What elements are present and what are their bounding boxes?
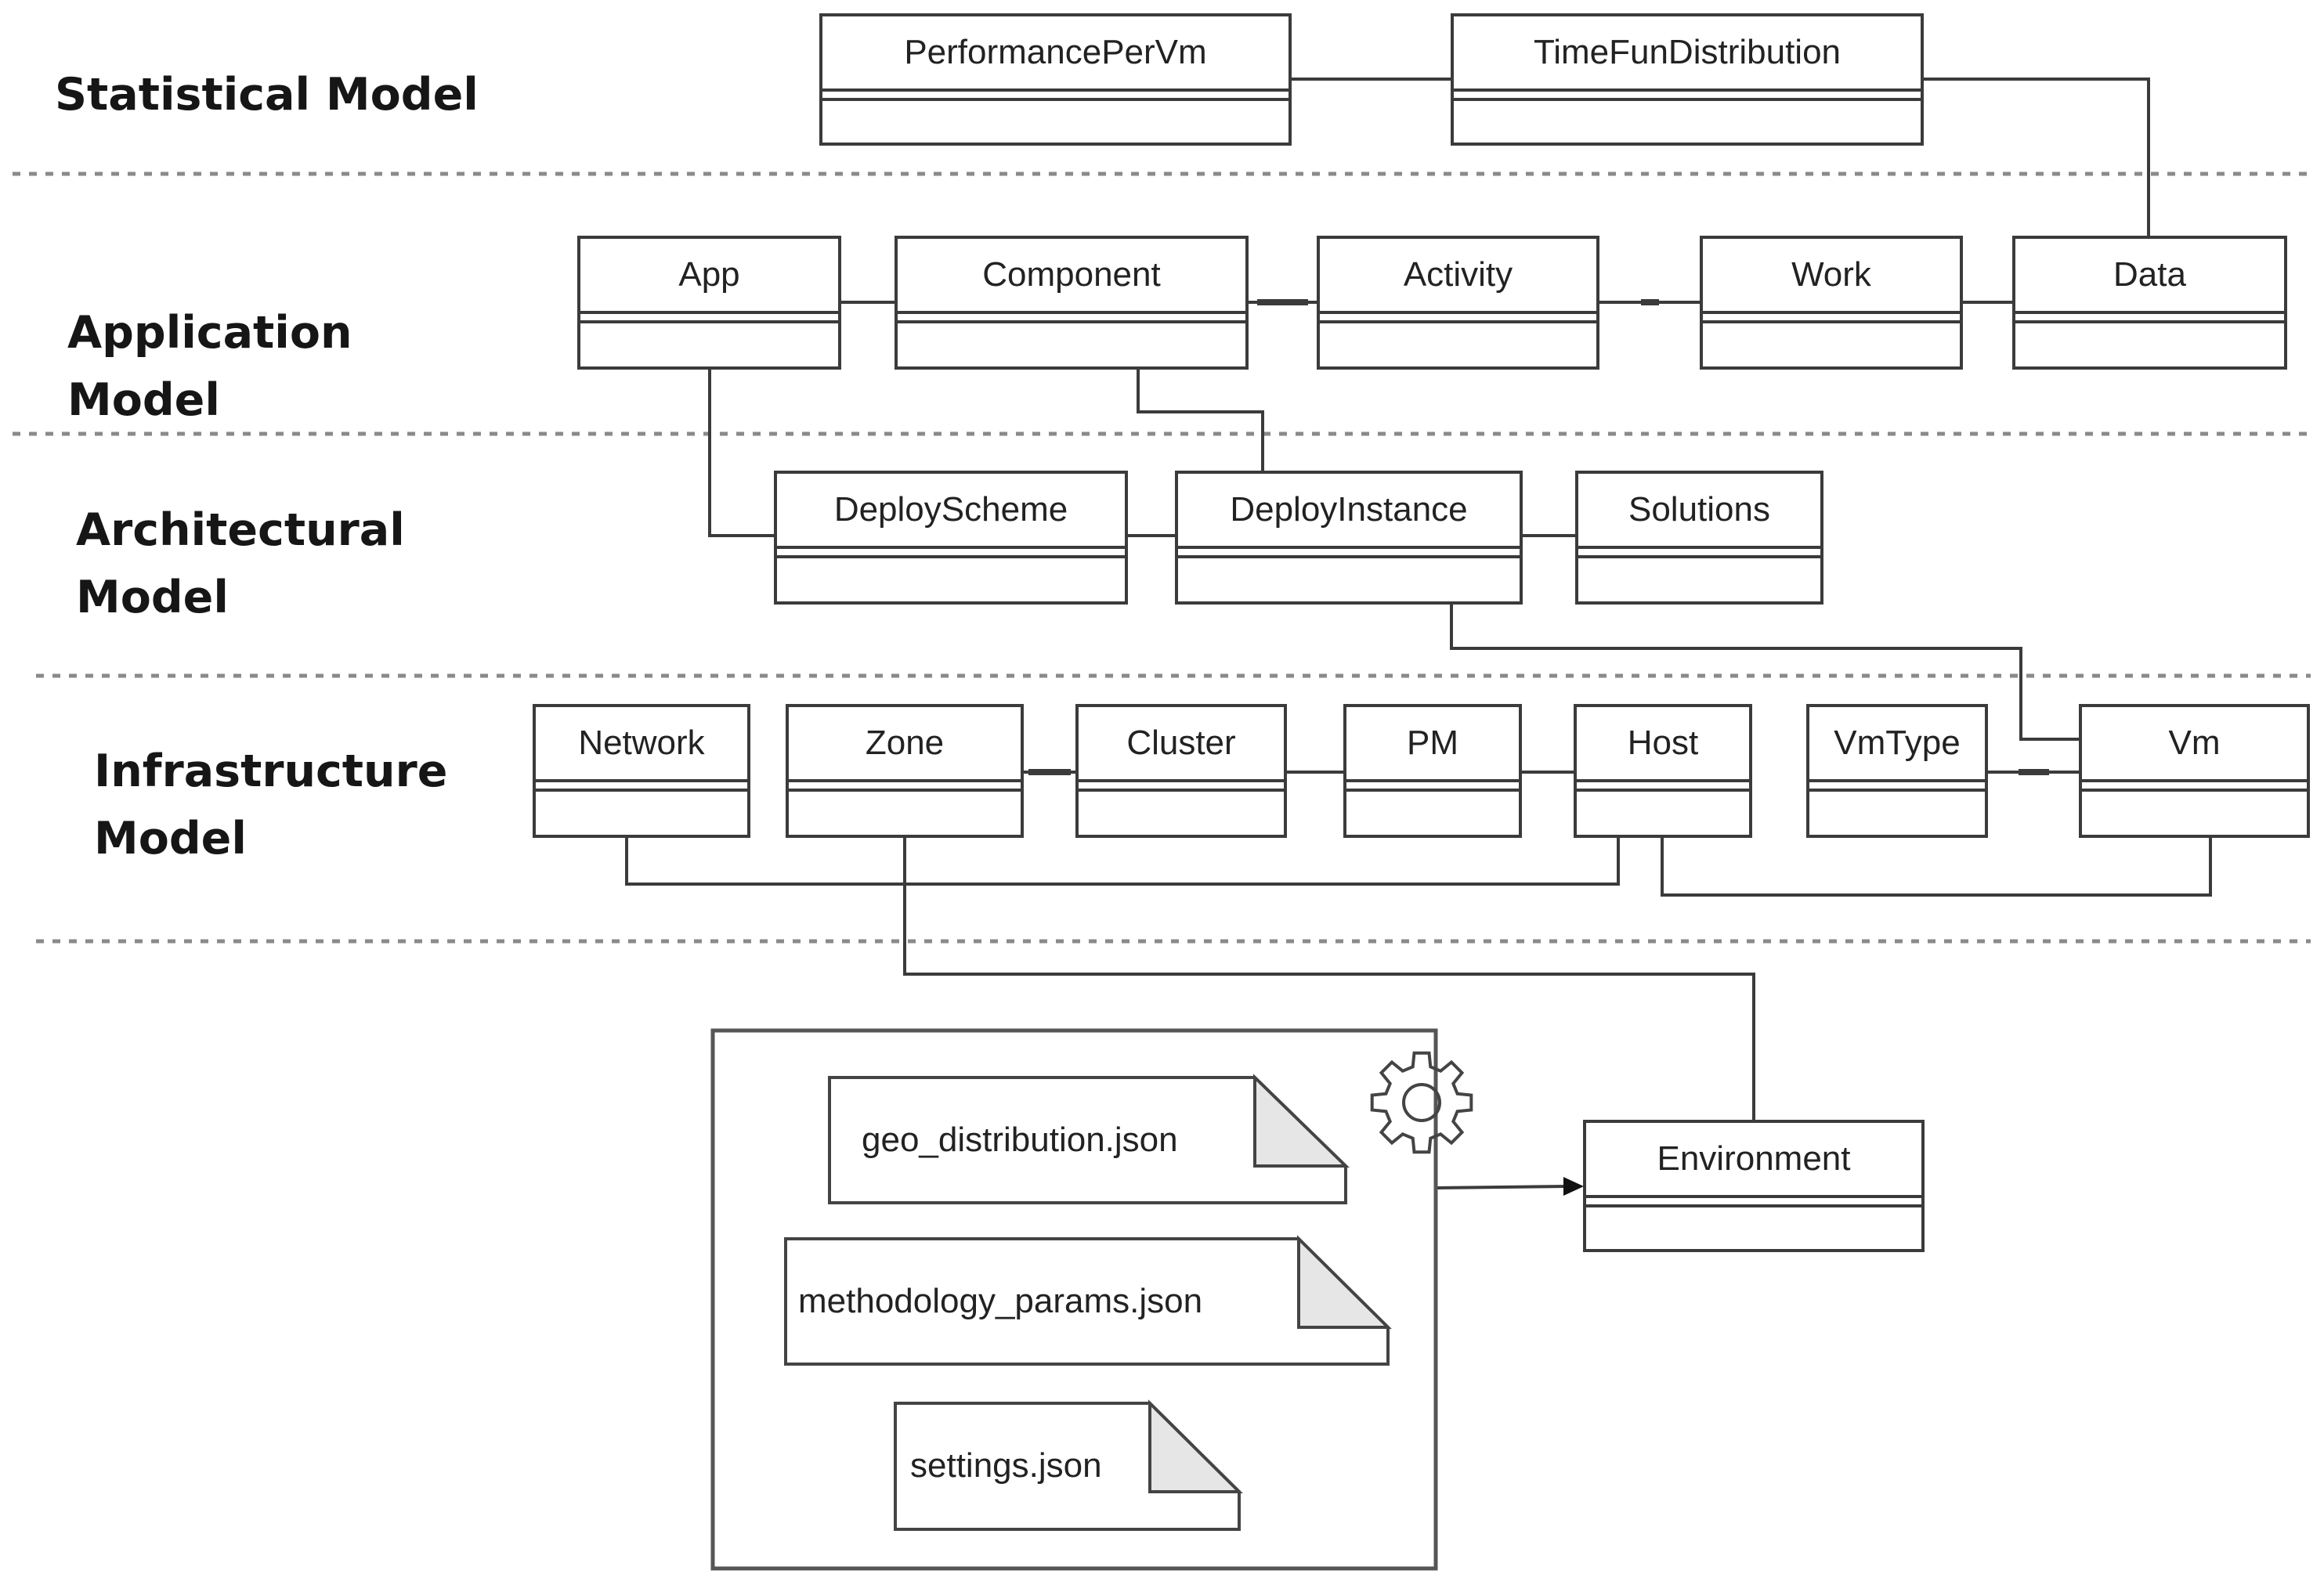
class-name: Zone xyxy=(789,707,1021,782)
class-name: PM xyxy=(1346,707,1519,782)
arrowhead-environment xyxy=(1563,1177,1584,1196)
class-vm: Vm xyxy=(2079,704,2310,838)
class-name: Data xyxy=(2015,239,2284,314)
class-activity: Activity xyxy=(1317,236,1599,370)
link-zone-environment xyxy=(903,838,1755,1120)
class-name: Vm xyxy=(2082,707,2307,782)
class-attributes xyxy=(1578,549,1820,558)
class-attributes xyxy=(898,314,1245,323)
class-deployscheme: DeployScheme xyxy=(774,471,1128,605)
gear-icon xyxy=(1370,1051,1473,1154)
layer-separators xyxy=(13,171,2311,944)
class-attributes xyxy=(536,782,747,792)
class-name: Network xyxy=(536,707,747,782)
class-attributes xyxy=(580,314,838,323)
class-data: Data xyxy=(2012,236,2287,370)
document-methodology-params xyxy=(784,1235,1392,1366)
class-component: Component xyxy=(895,236,1249,370)
link-timefundistribution-data xyxy=(1924,78,2150,236)
class-name: Activity xyxy=(1320,239,1596,314)
class-name: DeployScheme xyxy=(777,474,1125,549)
class-zone: Zone xyxy=(786,704,1024,838)
class-pm: PM xyxy=(1343,704,1522,838)
class-attributes xyxy=(789,782,1021,792)
class-name: DeployInstance xyxy=(1178,474,1520,549)
class-vmtype: VmType xyxy=(1806,704,1988,838)
file-methodology-params: methodology_params.json xyxy=(798,1282,1203,1320)
class-name: Host xyxy=(1577,707,1749,782)
class-attributes xyxy=(1320,314,1596,323)
class-name: App xyxy=(580,239,838,314)
class-attributes xyxy=(1703,314,1960,323)
class-name: TimeFunDistribution xyxy=(1454,16,1921,92)
configuration-package xyxy=(710,1028,1438,1571)
class-network: Network xyxy=(533,704,750,838)
class-attributes xyxy=(777,549,1125,558)
class-attributes xyxy=(1346,782,1519,792)
class-attributes xyxy=(1809,782,1985,792)
class-name: Environment xyxy=(1586,1123,1921,1198)
class-attributes xyxy=(1454,92,1921,101)
class-name: Cluster xyxy=(1079,707,1284,782)
class-solutions: Solutions xyxy=(1575,471,1823,605)
link-host-vm xyxy=(1661,838,2212,897)
file-settings: settings.json xyxy=(910,1446,1102,1485)
class-host: Host xyxy=(1574,704,1752,838)
link-component-deployinstance xyxy=(1137,370,1264,472)
class-deployinstance: DeployInstance xyxy=(1175,471,1523,605)
document-settings xyxy=(894,1399,1243,1531)
class-attributes xyxy=(1586,1198,1921,1207)
document-geo-distribution xyxy=(828,1074,1350,1204)
class-name: Solutions xyxy=(1578,474,1820,549)
class-app: App xyxy=(577,236,841,370)
class-attributes xyxy=(2015,314,2284,323)
class-name: Component xyxy=(898,239,1245,314)
link-deployinstance-vm xyxy=(1450,605,2079,741)
class-attributes xyxy=(1178,549,1520,558)
class-name: VmType xyxy=(1809,707,1985,782)
class-timefundistribution: TimeFunDistribution xyxy=(1451,13,1924,146)
class-attributes xyxy=(822,92,1289,101)
class-name: Work xyxy=(1703,239,1960,314)
class-name: PerformancePerVm xyxy=(822,16,1289,92)
class-attributes xyxy=(2082,782,2307,792)
class-attributes xyxy=(1079,782,1284,792)
layer-label-statistical: Statistical Model xyxy=(55,69,479,121)
link-config-environment xyxy=(1435,1185,1567,1189)
link-app-deployscheme xyxy=(708,370,774,537)
class-attributes xyxy=(1577,782,1749,792)
class-cluster: Cluster xyxy=(1075,704,1287,838)
file-geo-distribution: geo_distribution.json xyxy=(862,1121,1178,1159)
class-performancepervm: PerformancePerVm xyxy=(819,13,1292,146)
class-environment: Environment xyxy=(1583,1120,1925,1252)
class-work: Work xyxy=(1700,236,1963,370)
associations xyxy=(625,78,2212,1189)
link-network-host xyxy=(625,838,1620,886)
